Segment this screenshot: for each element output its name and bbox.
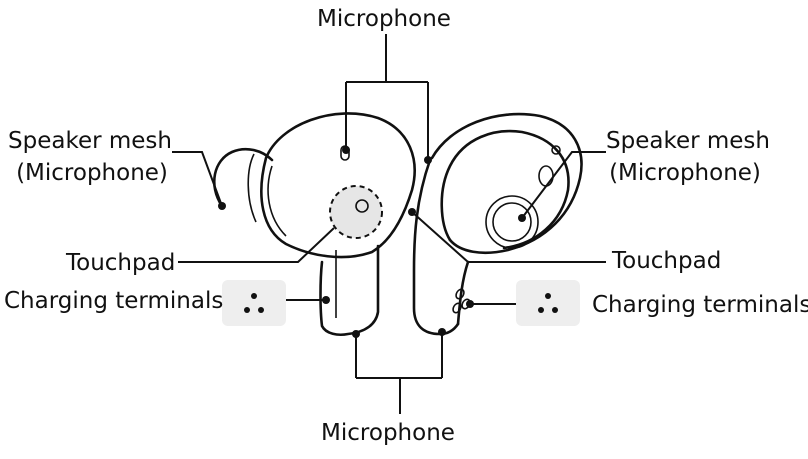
label-speaker-mesh-right: Speaker mesh xyxy=(606,128,770,154)
callout-lines xyxy=(172,34,606,414)
callout-dots xyxy=(218,146,526,338)
label-charging-terminals-right: Charging terminals xyxy=(592,292,808,318)
charging-terminal-box-right xyxy=(516,280,580,326)
label-charging-terminals-left: Charging terminals xyxy=(4,288,223,314)
label-microphone-top: Microphone xyxy=(317,6,451,32)
label-speaker-mesh-left-sub: (Microphone) xyxy=(16,160,168,186)
left-touchpad-zone xyxy=(329,185,383,239)
label-microphone-bottom: Microphone xyxy=(321,420,455,446)
label-touchpad-right: Touchpad xyxy=(611,248,721,274)
label-speaker-mesh-left: Speaker mesh xyxy=(8,128,172,154)
label-speaker-mesh-right-sub: (Microphone) xyxy=(609,160,761,186)
right-earbud xyxy=(412,112,583,336)
label-touchpad-left: Touchpad xyxy=(65,250,175,276)
charging-terminal-box-left xyxy=(222,280,286,326)
left-earbud xyxy=(213,112,416,337)
